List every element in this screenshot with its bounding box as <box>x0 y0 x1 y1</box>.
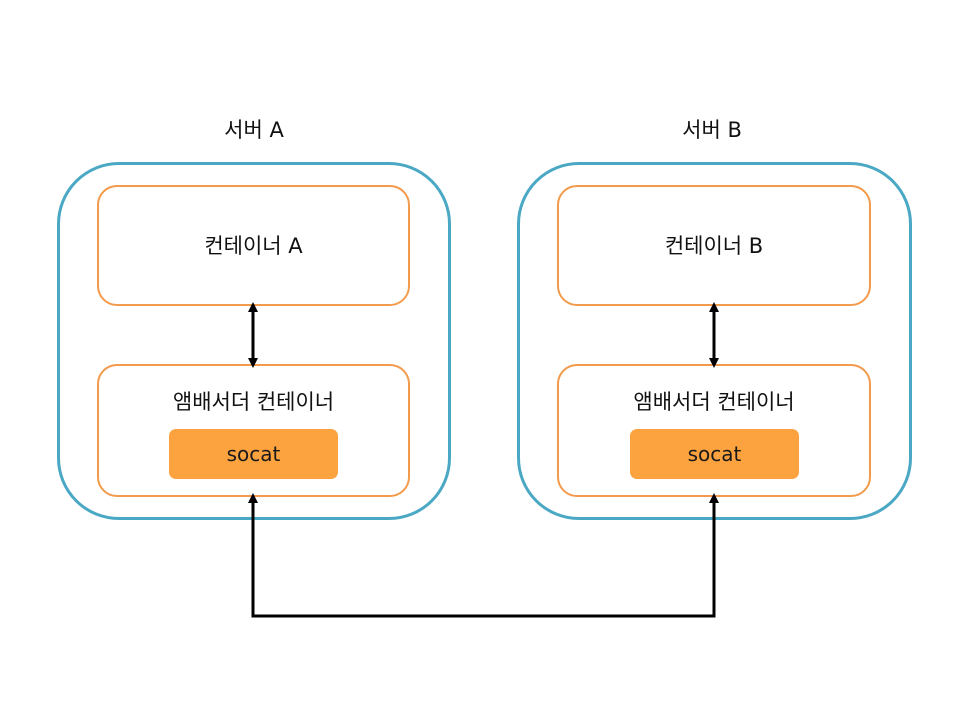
socat-b-box: socat <box>630 429 799 479</box>
container-b-box: 컨테이너 B <box>557 185 871 306</box>
ambassador-container-b-label: 앰배서더 컨테이너 <box>633 390 795 414</box>
container-b-label: 컨테이너 B <box>664 234 764 258</box>
container-a-box: 컨테이너 A <box>97 185 410 306</box>
server-b-title: 서버 B <box>682 118 742 142</box>
ambassador-container-a-label: 앰배서더 컨테이너 <box>172 390 335 414</box>
socat-a-box: socat <box>169 429 338 479</box>
server-a-title: 서버 A <box>224 118 284 142</box>
container-a-label: 컨테이너 A <box>204 234 303 258</box>
